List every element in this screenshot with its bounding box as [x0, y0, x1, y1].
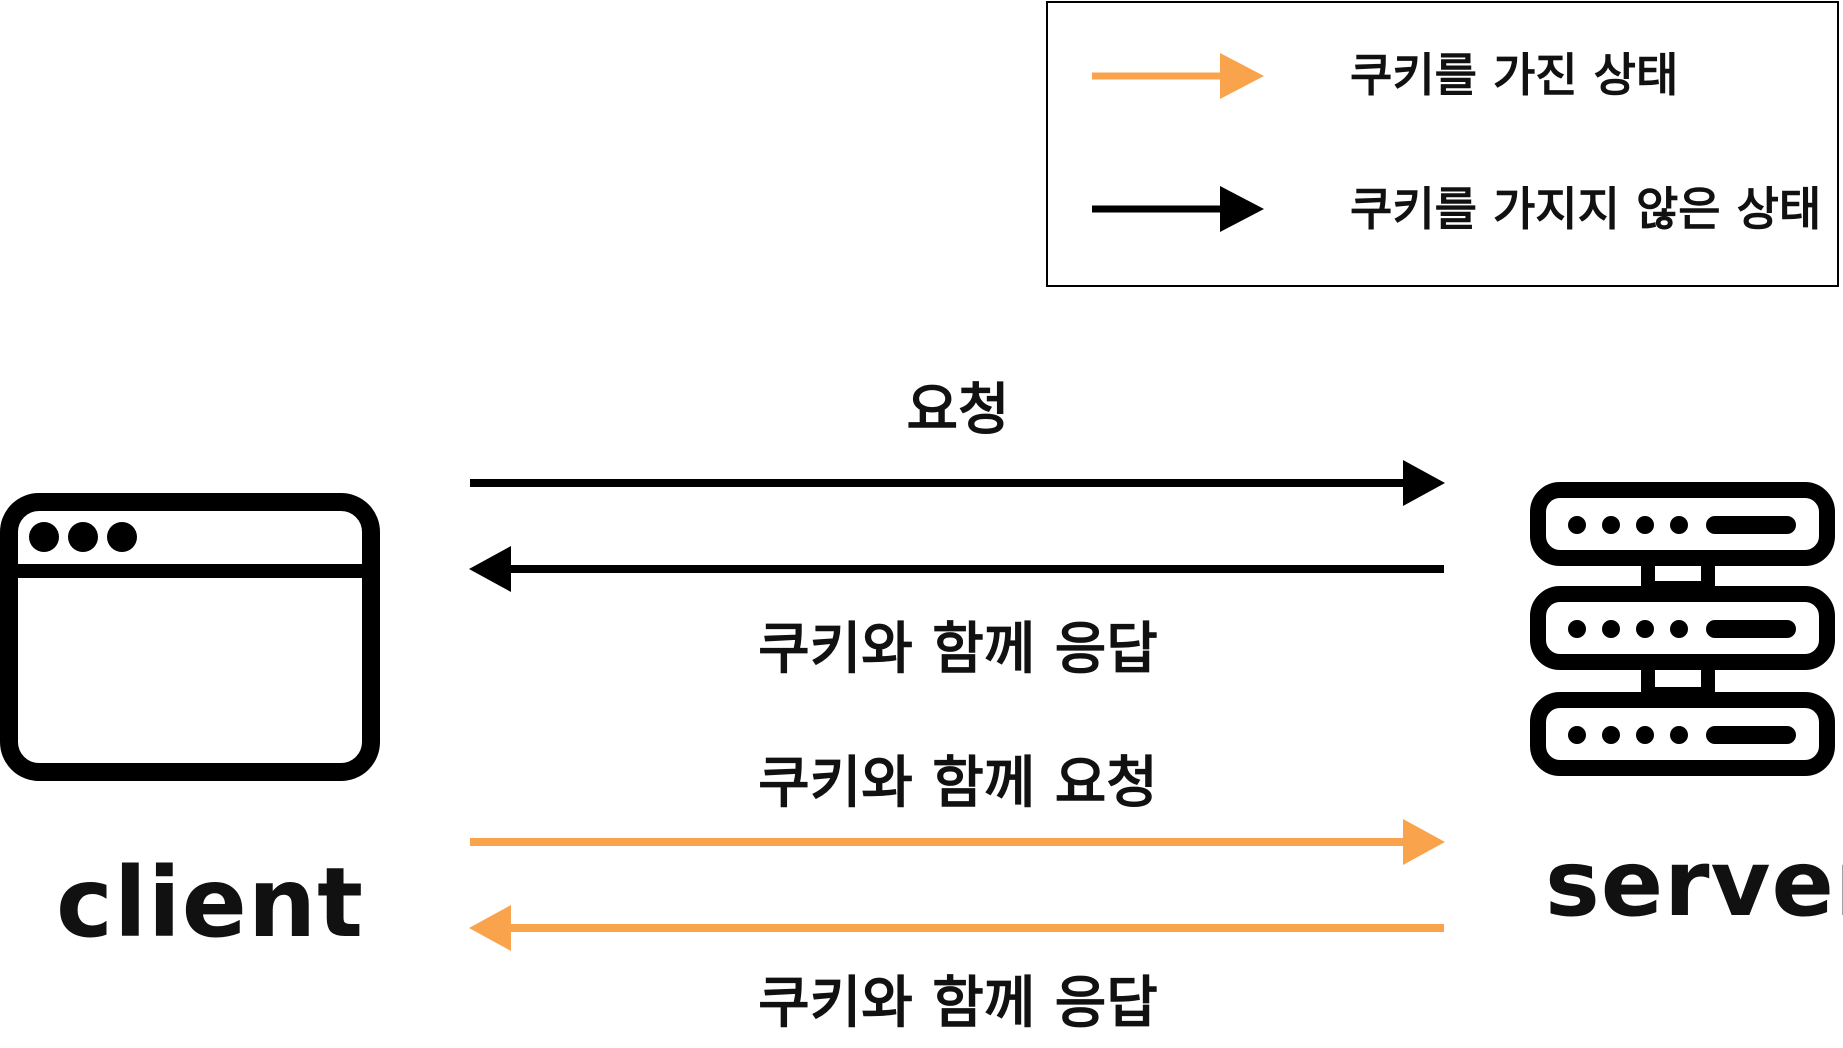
legend-item-without-cookie: 쿠키를 가지지 않은 상태 — [1092, 179, 1821, 239]
browser-window-icon — [0, 493, 380, 781]
response-with-cookie-arrow — [469, 546, 1444, 592]
response-with-cookie-2-label: 쿠키와 함께 응답 — [758, 971, 1158, 1036]
black-arrow-icon — [1092, 186, 1264, 232]
request-arrow — [470, 460, 1445, 506]
legend-box: 쿠키를 가진 상태 쿠키를 가지지 않은 상태 — [1046, 1, 1839, 287]
orange-arrow-icon — [1092, 53, 1264, 99]
legend-label-with-cookie: 쿠키를 가진 상태 — [1350, 48, 1679, 102]
server-label: server — [1545, 830, 1843, 937]
response-with-cookie-label: 쿠키와 함께 응답 — [758, 617, 1158, 682]
request-with-cookie-arrow — [470, 819, 1445, 865]
legend-item-with-cookie: 쿠키를 가진 상태 — [1092, 45, 1812, 105]
request-label: 요청 — [906, 378, 1010, 443]
legend-label-without-cookie: 쿠키를 가지지 않은 상태 — [1350, 182, 1822, 236]
server-rack-icon — [1530, 482, 1835, 776]
response-with-cookie-2-arrow — [469, 905, 1444, 951]
client-label: client — [56, 847, 365, 959]
request-with-cookie-label: 쿠키와 함께 요청 — [758, 751, 1158, 816]
